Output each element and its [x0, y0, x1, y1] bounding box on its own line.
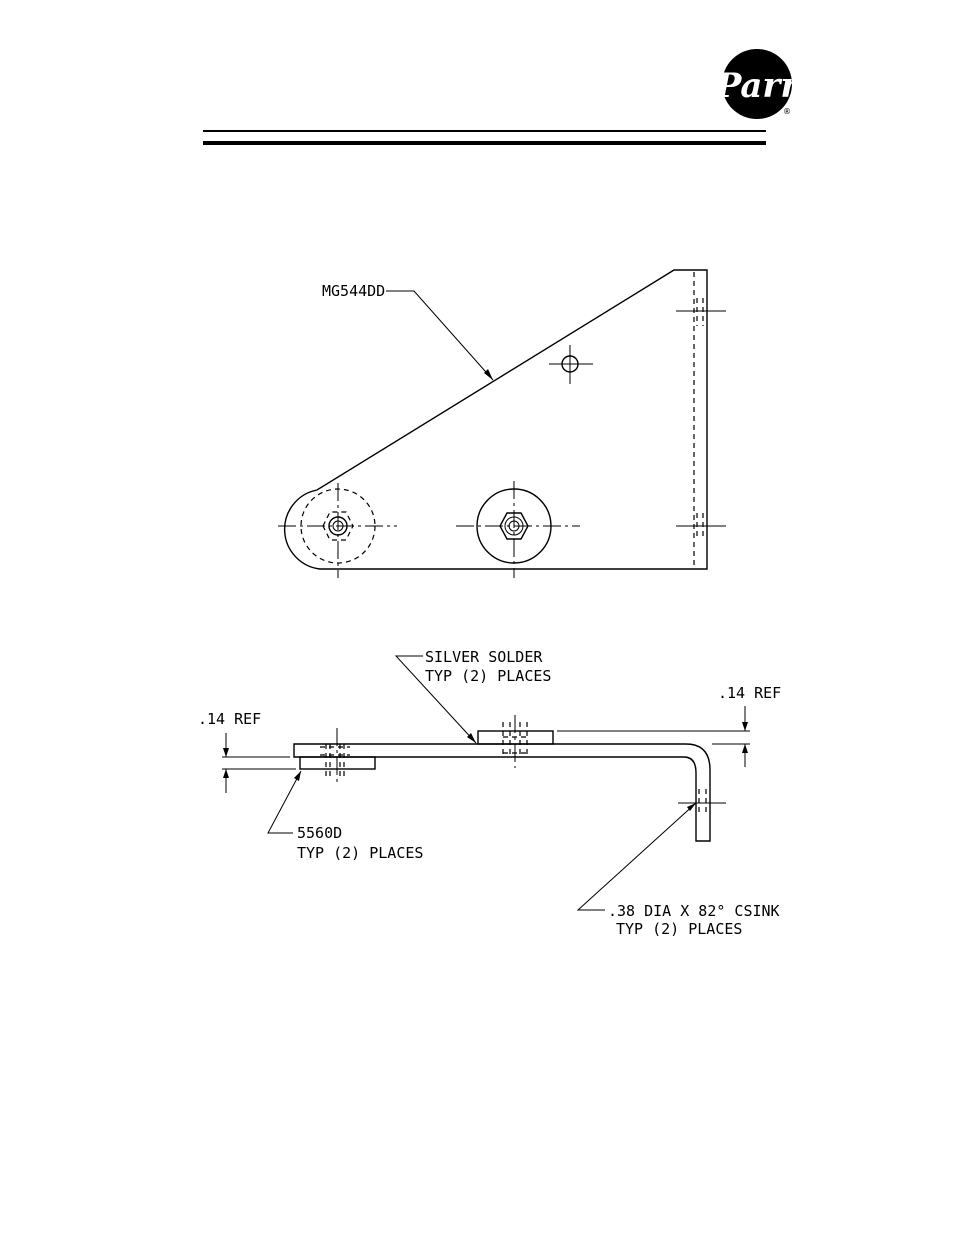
side-view: .14 REF .14 REF SILVER SOLDER TYP (2) PL… [198, 648, 781, 938]
registered-mark: ® [783, 107, 791, 116]
nut-arrow [294, 771, 301, 781]
ref-left-arrow-top [223, 748, 229, 757]
csink-label: .38 DIA X 82° CSINK [608, 902, 780, 920]
csink-typ: TYP (2) PLACES [616, 920, 742, 938]
silver-solder-typ: TYP (2) PLACES [425, 667, 551, 685]
bracket-outline [285, 270, 707, 569]
center-nut-hidden [503, 715, 527, 768]
left-nut-hole [278, 483, 397, 578]
nut-label: 5560D [297, 824, 342, 842]
parr-logo: Parr ® [715, 49, 801, 119]
ref-right-arrow-top [742, 722, 748, 731]
small-hole [549, 345, 593, 384]
nut-typ: TYP (2) PLACES [297, 844, 423, 862]
logo-text: Parr [715, 66, 801, 106]
csink-hole-top [676, 298, 726, 326]
flange-csink [678, 789, 726, 816]
plate-outline [294, 744, 710, 841]
ref-right-label: .14 REF [718, 684, 781, 702]
ref-right-arrow-bottom [742, 744, 748, 753]
ref-left-label: .14 REF [198, 710, 261, 728]
ref-left-arrow-bottom [223, 769, 229, 778]
csink-hole-bottom [676, 513, 726, 540]
silver-solder-label: SILVER SOLDER [425, 648, 543, 666]
part-label: MG544DD [322, 282, 385, 300]
part-leader [386, 291, 493, 380]
top-view: MG544DD [278, 270, 726, 578]
csink-leader [578, 803, 696, 910]
center-nut [456, 481, 580, 578]
